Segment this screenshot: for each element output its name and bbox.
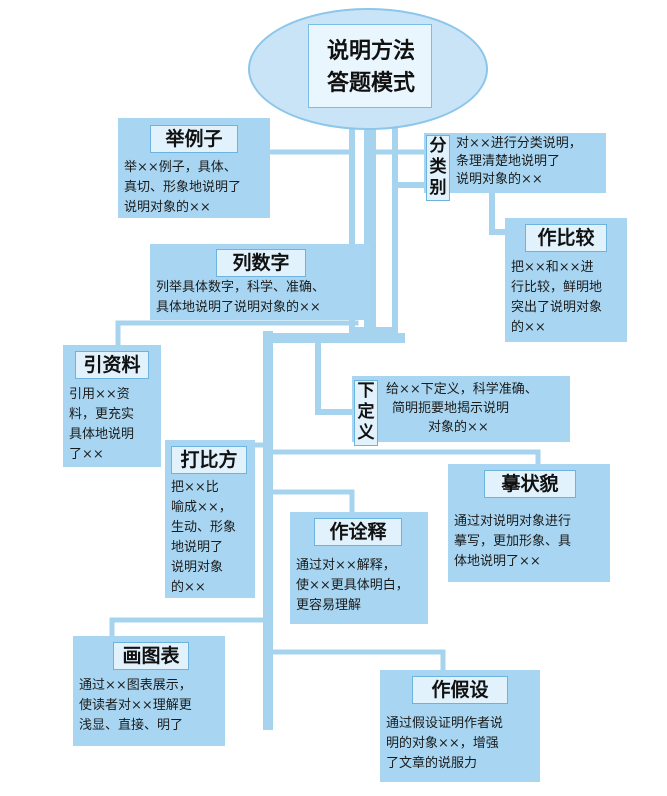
node-yinziliao-body: 引用××资 料，更充实 具体地说明 了×× bbox=[69, 385, 134, 465]
node-lieshuzi: 列数字 列举具体数字，科学、准确、 具体地说明了说明对象的×× bbox=[150, 244, 370, 320]
node-fenlei-body: 对××进行分类说明， 条理清楚地说明了 说明对象的×× bbox=[456, 135, 582, 189]
text-line: 了×× bbox=[69, 447, 104, 462]
root-title-line2: 答题模式 bbox=[326, 70, 415, 96]
node-yinziliao: 引资料 引用××资 料，更充实 具体地说明 了×× bbox=[63, 345, 161, 467]
text-line: 通过对××解释， bbox=[296, 558, 396, 573]
text-line: 真切、形象地说明了 bbox=[124, 180, 242, 195]
text-line: 的×× bbox=[171, 580, 206, 595]
text-line: 料，更充实 bbox=[69, 407, 135, 422]
title-char: 定 bbox=[357, 402, 375, 422]
text-line: 生动、形象 bbox=[171, 520, 237, 535]
title-char: 下 bbox=[357, 381, 375, 401]
title-char: 别 bbox=[429, 178, 447, 198]
node-dabifang-title: 打比方 bbox=[171, 446, 247, 474]
text-line: 通过对说明对象进行 bbox=[454, 514, 572, 529]
text-line: 浅显、直接、明了 bbox=[79, 718, 184, 733]
title-char: 类 bbox=[429, 157, 447, 177]
text-line: 摹写，更加形象、具 bbox=[454, 534, 572, 549]
text-line: 举××例子，具体、 bbox=[124, 160, 237, 175]
text-line: 明的对象××，增强 bbox=[386, 736, 499, 751]
branch-zuoquanshi bbox=[265, 489, 355, 521]
text-line: 给××下定义，科学准确、 bbox=[386, 382, 538, 397]
node-zuobijiao-body: 把××和××进 行比较，鲜明地 突出了说明对象 的×× bbox=[511, 258, 602, 338]
node-juli-body: 举××例子，具体、 真切、形象地说明了 说明对象的×× bbox=[124, 158, 241, 218]
text-line: 了文章的说服力 bbox=[386, 756, 478, 771]
text-line: 对象的×× bbox=[428, 420, 489, 435]
text-line: 使读者对××理解更 bbox=[79, 698, 192, 713]
root-title-line1: 说明方法 bbox=[326, 38, 415, 64]
text-line: 通过××图表展示， bbox=[79, 678, 192, 693]
node-mozhuangmao: 摹状貌 通过对说明对象进行 摹写，更加形象、具 体地说明了×× bbox=[448, 464, 610, 582]
node-lieshuzi-body: 列举具体数字，科学、准确、 具体地说明了说明对象的×× bbox=[156, 278, 325, 318]
node-juli-title: 举例子 bbox=[150, 125, 238, 153]
text-line: 条理清楚地说明了 bbox=[456, 154, 561, 169]
node-zuojiashe: 作假设 通过假设证明作者说 明的对象××，增强 了文章的说服力 bbox=[380, 670, 540, 782]
node-fenlei-title: 分 类 别 bbox=[426, 135, 450, 201]
text-line: 更容易理解 bbox=[296, 598, 362, 613]
node-dabifang: 打比方 把××比 喻成××， 生动、形象 地说明了 说明对象 的×× bbox=[165, 440, 255, 598]
node-yinziliao-title: 引资料 bbox=[75, 351, 149, 379]
text-line: 喻成××， bbox=[171, 500, 232, 515]
node-xiadingyi-body: 给××下定义，科学准确、 简明扼要地揭示说明 对象的×× bbox=[386, 380, 538, 437]
text-line: 具体地说明了说明对象的×× bbox=[156, 300, 321, 315]
text-line: 体地说明了×× bbox=[454, 554, 541, 569]
title-char: 分 bbox=[429, 136, 447, 156]
branch-yinziliao bbox=[115, 320, 359, 348]
node-mozhuangmao-body: 通过对说明对象进行 摹写，更加形象、具 体地说明了×× bbox=[454, 512, 571, 572]
node-zuoquanshi-title: 作诠释 bbox=[314, 518, 402, 546]
text-line: 对××进行分类说明， bbox=[456, 136, 582, 151]
node-lieshuzi-title: 列数字 bbox=[216, 249, 306, 277]
node-dabifang-body: 把××比 喻成××， 生动、形象 地说明了 说明对象 的×× bbox=[171, 478, 236, 598]
node-huatubiao: 画图表 通过××图表展示， 使读者对××理解更 浅显、直接、明了 bbox=[73, 636, 225, 746]
branch-zuojiashe bbox=[265, 649, 446, 678]
node-huatubiao-title: 画图表 bbox=[113, 642, 189, 670]
text-line: 说明对象的×× bbox=[124, 200, 211, 215]
node-zuoquanshi-body: 通过对××解释， 使××更具体明白， 更容易理解 bbox=[296, 556, 409, 616]
text-line: 行比较，鲜明地 bbox=[511, 280, 603, 295]
text-line: 说明对象 bbox=[171, 560, 224, 575]
node-zuojiashe-title: 作假设 bbox=[412, 676, 508, 704]
text-line: 具体地说明 bbox=[69, 427, 135, 442]
text-line: 说明对象的×× bbox=[456, 172, 543, 187]
text-line: 简明扼要地揭示说明 bbox=[392, 401, 510, 416]
node-mozhuangmao-title: 摹状貌 bbox=[484, 470, 576, 498]
branch-huatubiao bbox=[109, 617, 271, 643]
text-line: 使××更具体明白， bbox=[296, 578, 409, 593]
root-node: 说明方法 答题模式 bbox=[308, 24, 432, 108]
node-zuobijiao: 作比较 把××和××进 行比较，鲜明地 突出了说明对象 的×× bbox=[505, 218, 627, 342]
node-zuoquanshi: 作诠释 通过对××解释， 使××更具体明白， 更容易理解 bbox=[290, 512, 428, 624]
text-line: 列举具体数字，科学、准确、 bbox=[156, 280, 326, 295]
node-huatubiao-body: 通过××图表展示， 使读者对××理解更 浅显、直接、明了 bbox=[79, 676, 192, 736]
text-line: 的×× bbox=[511, 320, 546, 335]
node-juli: 举例子 举××例子，具体、 真切、形象地说明了 说明对象的×× bbox=[118, 118, 270, 218]
text-line: 把××比 bbox=[171, 480, 219, 495]
branch-xiadingyi bbox=[315, 342, 355, 415]
text-line: 突出了说明对象 bbox=[511, 300, 603, 315]
text-line: 把××和××进 bbox=[511, 260, 594, 275]
text-line: 引用××资 bbox=[69, 387, 130, 402]
node-xiadingyi: 下 定 义 给××下定义，科学准确、 简明扼要地揭示说明 对象的×× bbox=[352, 376, 570, 446]
text-line: 通过假设证明作者说 bbox=[386, 716, 504, 731]
text-line: 地说明了 bbox=[171, 540, 224, 555]
node-zuobijiao-title: 作比较 bbox=[525, 224, 607, 252]
branch-mozhuangmao bbox=[265, 449, 541, 471]
node-xiadingyi-title: 下 定 义 bbox=[354, 380, 378, 446]
title-char: 义 bbox=[357, 423, 375, 443]
node-zuojiashe-body: 通过假设证明作者说 明的对象××，增强 了文章的说服力 bbox=[386, 714, 503, 774]
node-fenlei: 分 类 别 对××进行分类说明， 条理清楚地说明了 说明对象的×× bbox=[424, 133, 606, 201]
